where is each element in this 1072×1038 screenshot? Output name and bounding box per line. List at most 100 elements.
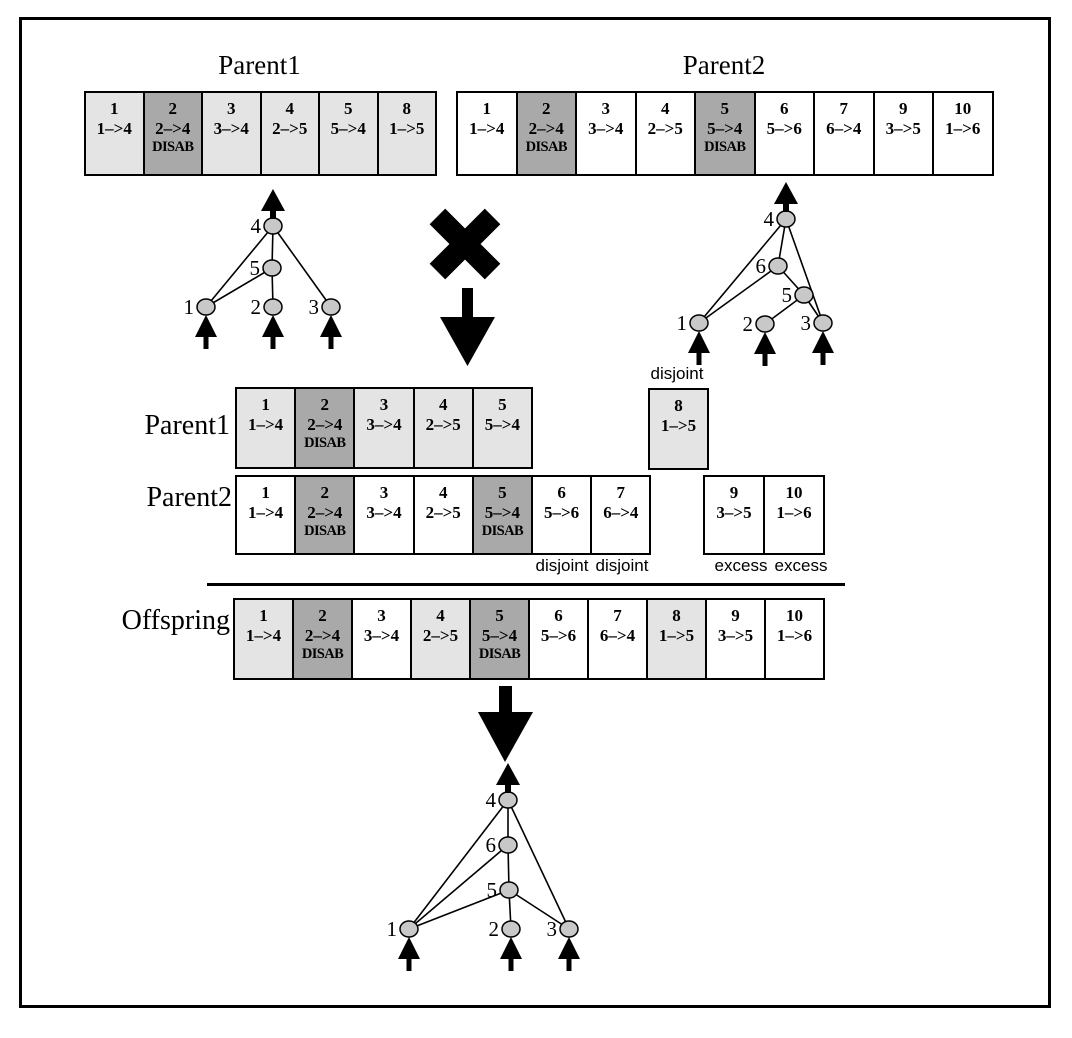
crossover-down-arrow-icon <box>440 288 495 366</box>
gene-number: 6 <box>554 606 563 625</box>
parent1-input-up-arrow-icon-1 <box>195 315 217 349</box>
gene-number: 10 <box>954 99 972 118</box>
parent1-node-label-2: 2 <box>251 295 262 319</box>
disjoint-top-label: disjoint <box>650 364 704 383</box>
gene-number: 5 <box>498 395 507 414</box>
parent1-node-2 <box>263 298 283 316</box>
parent2-node-3 <box>813 314 833 332</box>
parent2-node-5 <box>794 286 814 304</box>
offspring-node-label-2: 2 <box>489 917 500 941</box>
parent2-node-6 <box>768 257 788 275</box>
gene-number: 2 <box>168 99 178 118</box>
parent2-input-up-arrow-icon-1 <box>688 331 710 365</box>
figure-border <box>19 17 1051 1008</box>
gene-number: 4 <box>438 483 448 502</box>
offspring-input-up-arrow-icon-2 <box>500 937 522 971</box>
gene-number: 2 <box>320 395 330 414</box>
gene-disabled-tag: DISAB <box>481 523 524 540</box>
gene-connection: 2–>5 <box>425 503 461 523</box>
gene-connection: 2–>4 <box>307 415 343 435</box>
gene-number: 1 <box>261 483 270 502</box>
parent1-input-up-arrow-icon-3 <box>320 315 342 349</box>
parent1-title: Parent1 <box>218 50 301 80</box>
offspring-node-label-5: 5 <box>487 878 498 902</box>
gene-connection: 5–>4 <box>330 119 366 139</box>
gene-connection: 1–>4 <box>248 415 284 435</box>
gene-connection: 6–>4 <box>603 503 639 523</box>
gene-number: 8 <box>402 99 412 118</box>
gene-connection: 1–>6 <box>776 503 812 523</box>
gene-connection: 5–>4 <box>481 626 518 646</box>
gene-number: 1 <box>482 99 492 118</box>
parent1-node-5 <box>262 259 282 277</box>
alignment-parent2-label: Parent2 <box>146 482 232 513</box>
gene-connection: 2–>4 <box>528 119 564 139</box>
gene-number: 4 <box>285 99 295 118</box>
separator-line <box>207 583 845 586</box>
parent2-node-1 <box>689 314 709 332</box>
parent2-title: Parent2 <box>682 50 766 80</box>
gene-connection: 1–>4 <box>248 503 284 523</box>
parent2-output-up-arrow-icon <box>774 182 798 212</box>
gene-number: 5 <box>344 99 353 118</box>
gene-number: 10 <box>786 606 803 625</box>
gene-connection: 3–>5 <box>885 119 921 139</box>
parent1-node-label-3: 3 <box>309 295 320 319</box>
gene-connection: 2–>4 <box>307 503 343 523</box>
gene-connection: 3–>4 <box>366 415 402 435</box>
gene-connection: 5–>6 <box>540 626 577 646</box>
gene-number: 5 <box>498 483 507 502</box>
gene-number: 1 <box>259 606 268 625</box>
parent2-node-label-5: 5 <box>782 283 793 307</box>
parent2-node-label-3: 3 <box>801 311 812 335</box>
gene-disabled-tag: DISAB <box>304 523 346 540</box>
parent1-node-label-4: 4 <box>251 214 262 238</box>
excess-label-1: excess <box>714 556 768 575</box>
parent2-input-up-arrow-icon-3 <box>812 331 834 365</box>
gene-connection: 6–>4 <box>826 119 862 139</box>
gene-connection: 2–>5 <box>425 415 461 435</box>
gene-number: 6 <box>780 99 789 118</box>
parent1-node-4 <box>263 217 283 235</box>
gene-connection: 1–>5 <box>658 626 695 646</box>
gene-disabled-tag: DISAB <box>152 139 194 156</box>
parent2-input-up-arrow-icon-2 <box>754 332 776 366</box>
gene-connection: 3–>4 <box>363 626 400 646</box>
gene-disabled-tag: DISAB <box>304 435 346 452</box>
gene-connection: 1–>5 <box>660 416 697 436</box>
gene-connection: 5–>6 <box>766 119 802 139</box>
gene-connection: 3–>5 <box>716 503 752 523</box>
gene-number: 7 <box>839 99 849 118</box>
gene-number: 4 <box>438 395 448 414</box>
gene-number: 1 <box>110 99 119 118</box>
gene-number: 9 <box>899 99 908 118</box>
